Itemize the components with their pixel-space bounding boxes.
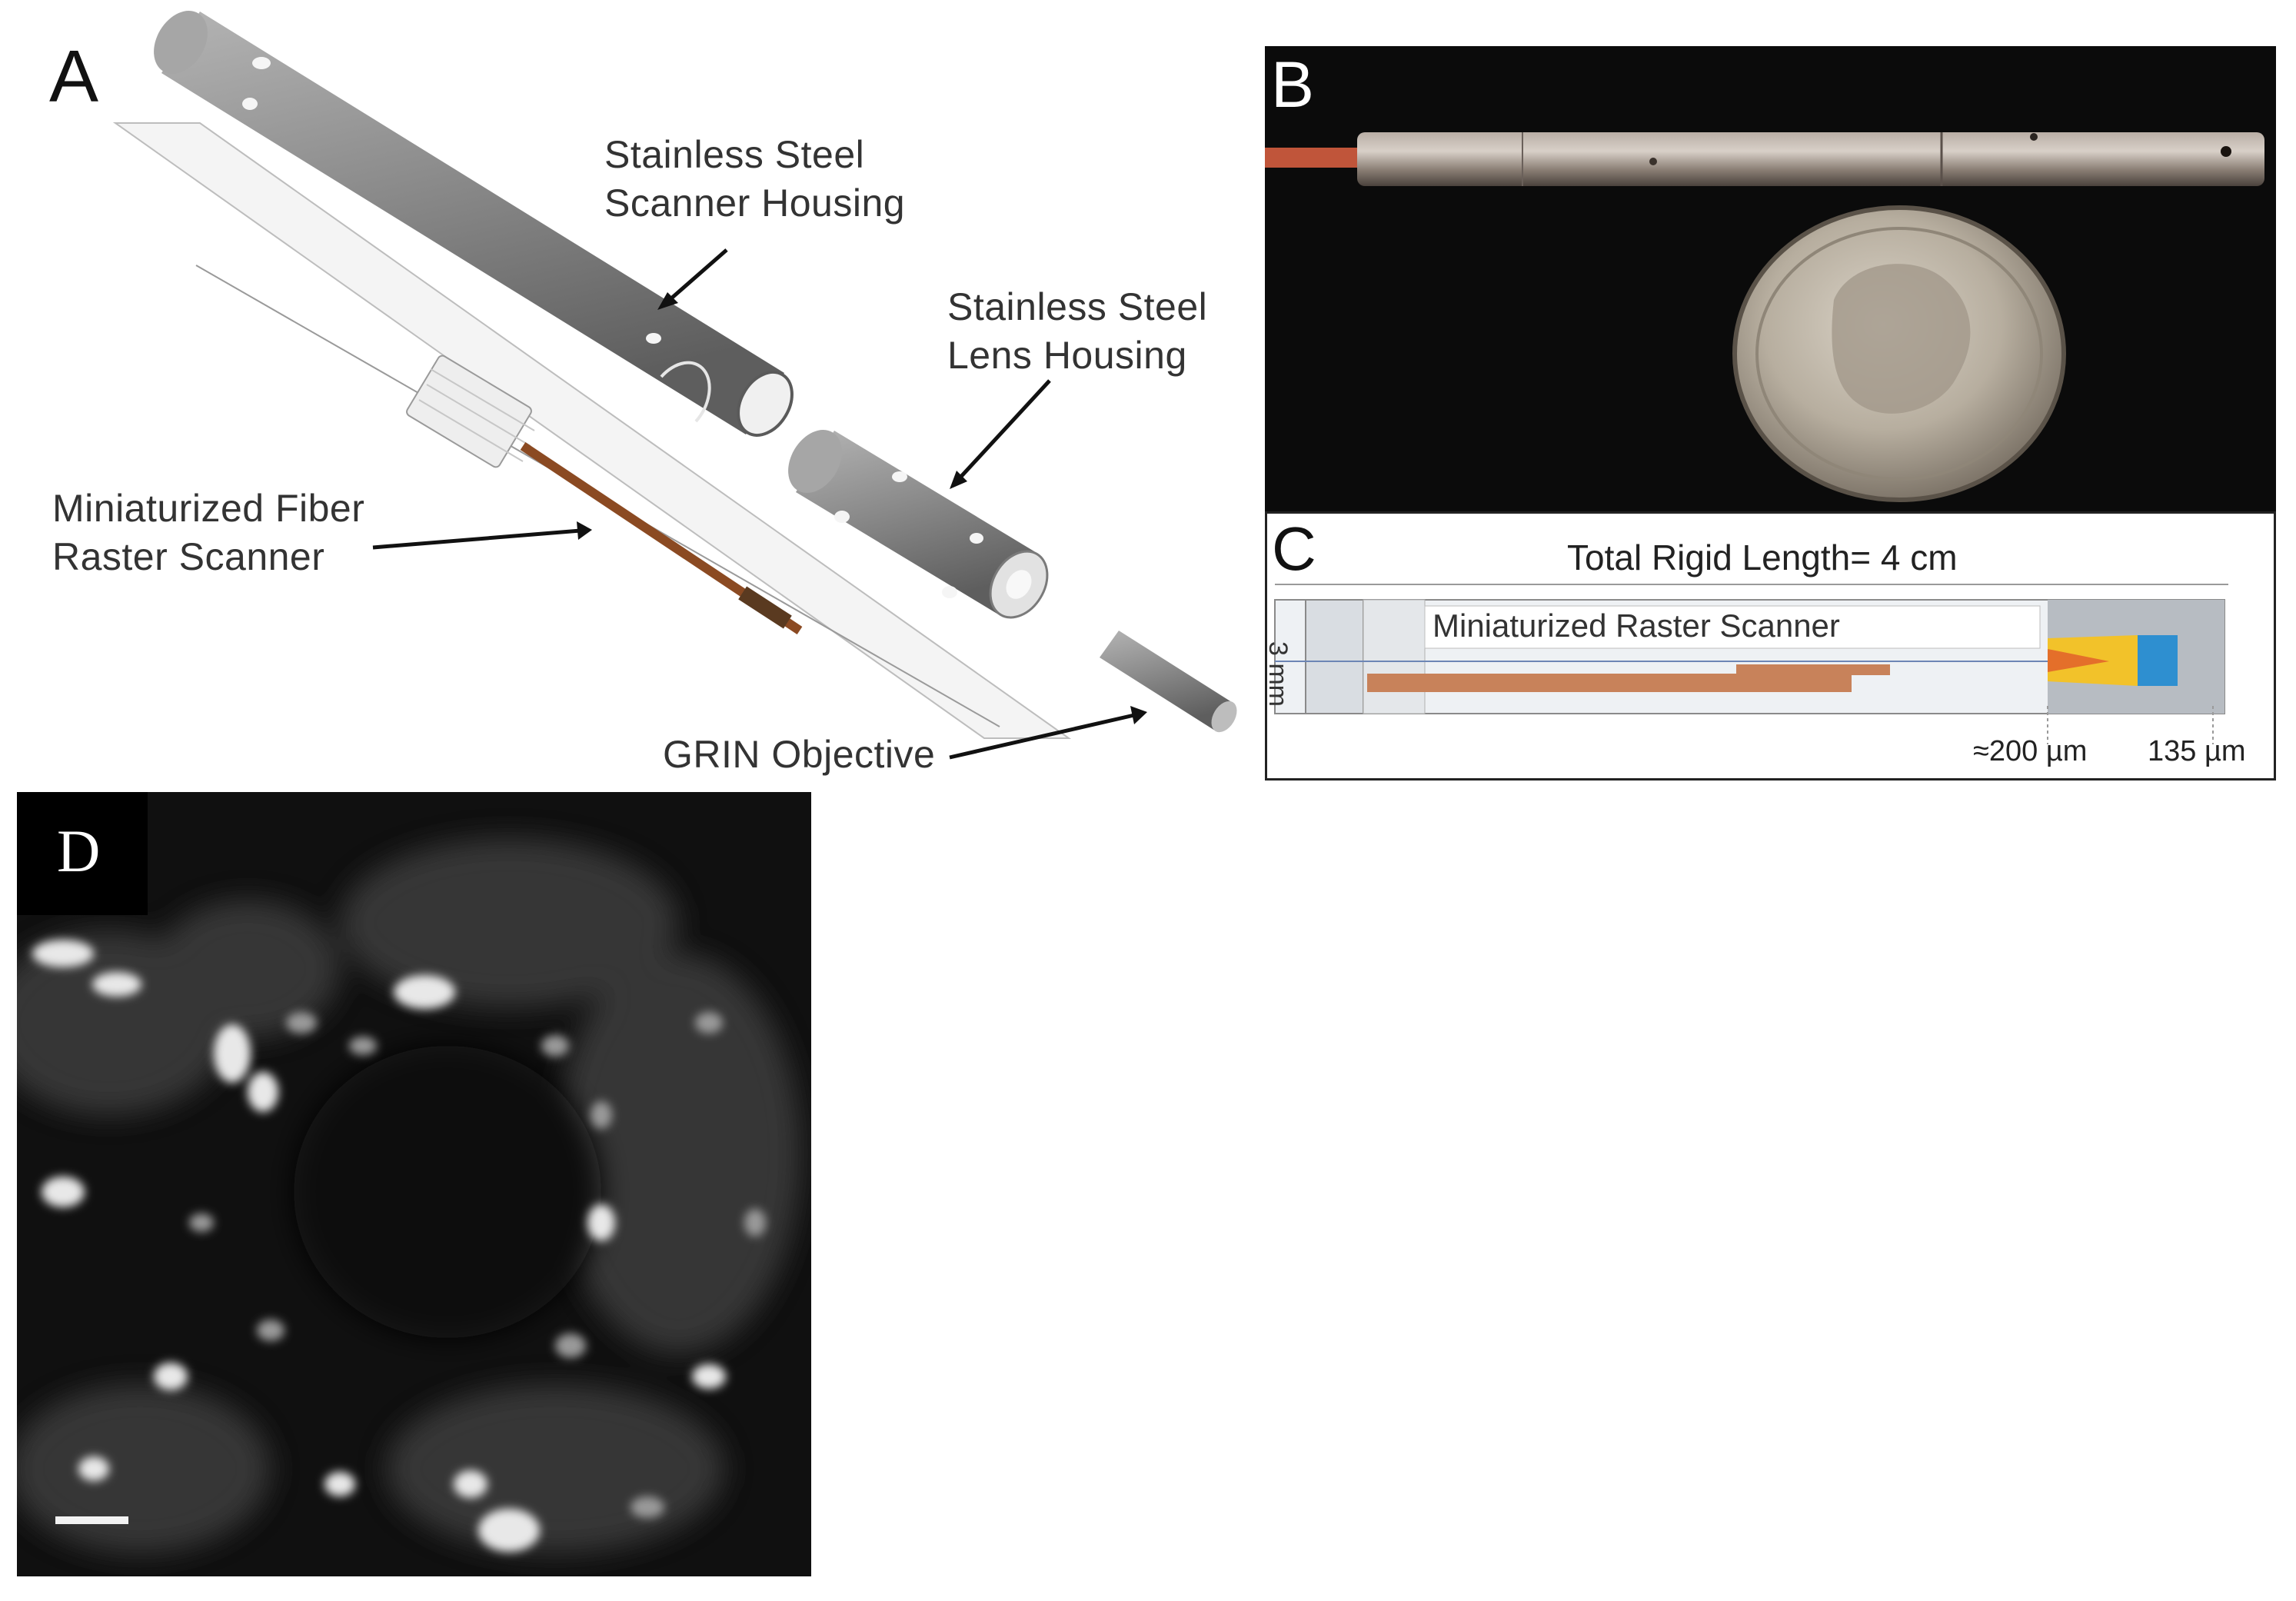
- lens-blue: [2138, 635, 2178, 686]
- arrow-grin: [949, 713, 1135, 760]
- scanner-region-label: Miniaturized Raster Scanner: [1433, 607, 1840, 644]
- panel-b-photo: B: [1265, 46, 2276, 511]
- mm-vertical-label: 3 mm: [1263, 641, 1293, 707]
- lens-housing-tube: [788, 430, 1049, 619]
- scanner-fiber-bar: [1367, 674, 1852, 692]
- arrow-lens-housing: [956, 379, 1051, 482]
- panel-d-letter-box: D: [17, 792, 148, 915]
- grin-objective-rod: [1100, 631, 1237, 733]
- fluorescence-image: [17, 792, 811, 1576]
- label-fiber-scanner: Miniaturized Fiber Raster Scanner: [52, 487, 365, 578]
- panel-d-micrograph: D: [17, 792, 811, 1576]
- alignment-plane: [112, 122, 1072, 739]
- arrow-fiber-scanner: [372, 528, 581, 550]
- total-length-title: Total Rigid Length= 4 cm: [1567, 538, 1958, 577]
- panel-a-letter: A: [49, 35, 99, 118]
- dimension-right: 135 µm: [2148, 735, 2246, 767]
- panel-b-letter: B: [1271, 48, 1315, 121]
- label-lens-housing: Stainless Steel Lens Housing: [947, 285, 1208, 377]
- panel-a-exploded-view: [112, 11, 1237, 760]
- fiber-raster-scanner: [406, 354, 803, 634]
- scanner-region: [1424, 605, 2041, 649]
- arrow-scanner-housing: [664, 248, 728, 305]
- probe-rod: [1357, 132, 2264, 186]
- label-grin-objective: GRIN Objective: [663, 733, 936, 776]
- scale-bar: [55, 1516, 128, 1524]
- probe-photo-illustration: [1265, 132, 2264, 502]
- nucleus-dark-region: [294, 1046, 601, 1338]
- fiber-sheath: [1265, 148, 1365, 168]
- scanner-housing-tube: [154, 11, 794, 437]
- label-scanner-housing: Stainless Steel Scanner Housing: [604, 133, 906, 225]
- schematic-drawing: [1274, 584, 2228, 744]
- dimension-left: ≈200 µm: [1973, 735, 2088, 767]
- panel-c-schematic: C Total Rigid Length= 4 cm 3 mm Miniatur…: [1263, 511, 2276, 781]
- panel-d-letter: D: [57, 817, 101, 884]
- panel-c-letter: C: [1272, 514, 1316, 583]
